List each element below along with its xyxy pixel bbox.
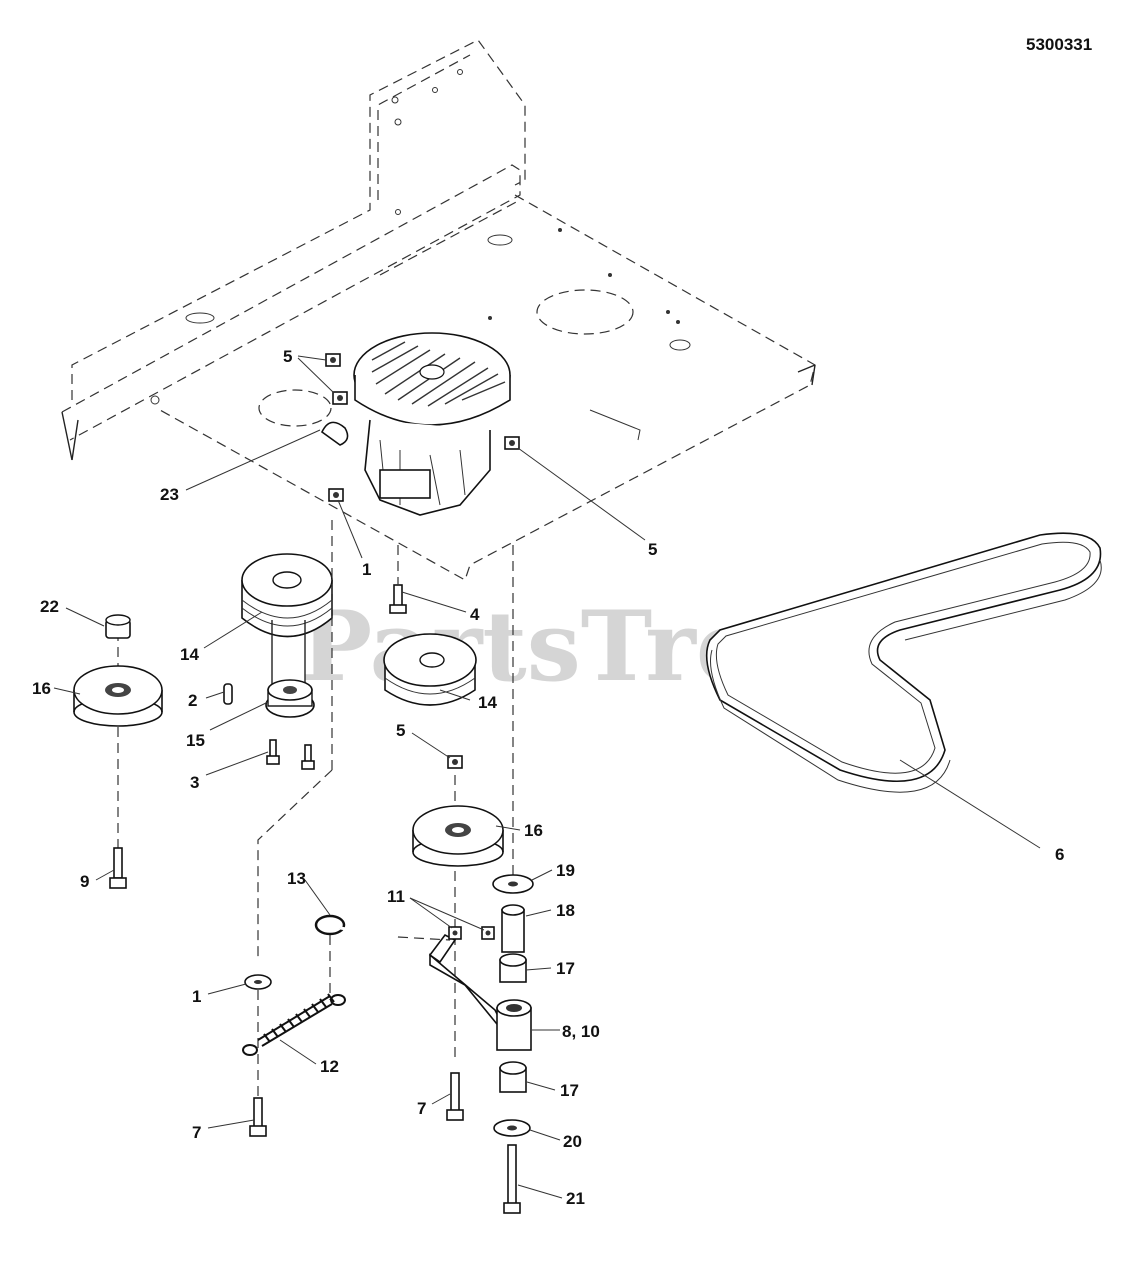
callout-9: 9: [80, 872, 89, 891]
callout-6: 6: [1055, 845, 1064, 864]
callout-7: 7: [192, 1123, 201, 1142]
callout-labels: 5 23 1 5 22 14 4 16 2 14 15 5 3 16 6 9 1…: [32, 347, 1064, 1208]
callout-19: 19: [556, 861, 575, 880]
callout-3: 3: [190, 773, 199, 792]
diagram-number: 5300331: [1026, 35, 1092, 54]
callout-5: 5: [283, 347, 292, 366]
callout-1: 1: [192, 987, 201, 1006]
left-idler-stack: [73, 614, 163, 889]
drive-pulley-right: [383, 545, 477, 706]
callout-14: 14: [478, 693, 497, 712]
idler-arm-stack: [428, 545, 534, 1214]
right-idler: [412, 755, 504, 1060]
callout-15: 15: [186, 731, 205, 750]
drive-pulley-left: [223, 520, 333, 960]
callout-8-10: 8, 10: [562, 1022, 600, 1041]
callout-12: 12: [320, 1057, 339, 1076]
leader-lines: [53, 355, 1041, 1199]
callout-17: 17: [556, 959, 575, 978]
callout-16: 16: [524, 821, 543, 840]
tension-spring-assembly: [242, 914, 451, 1137]
callout-5: 5: [396, 721, 405, 740]
callout-1: 1: [362, 560, 371, 579]
callout-16: 16: [32, 679, 51, 698]
callout-4: 4: [470, 605, 480, 624]
callout-13: 13: [287, 869, 306, 888]
hex-nuts: [320, 353, 520, 502]
drive-belt: [705, 532, 1102, 793]
callout-5: 5: [648, 540, 657, 559]
callout-21: 21: [566, 1189, 585, 1208]
callout-2: 2: [188, 691, 197, 710]
pump-assembly: [353, 332, 511, 516]
callout-11: 11: [387, 887, 405, 906]
callout-20: 20: [563, 1132, 582, 1151]
callout-14: 14: [180, 645, 199, 664]
frame-plate: [61, 39, 816, 581]
callout-17: 17: [560, 1081, 579, 1100]
callout-22: 22: [40, 597, 59, 616]
callout-7: 7: [417, 1099, 426, 1118]
callout-18: 18: [556, 901, 575, 920]
callout-23: 23: [160, 485, 179, 504]
